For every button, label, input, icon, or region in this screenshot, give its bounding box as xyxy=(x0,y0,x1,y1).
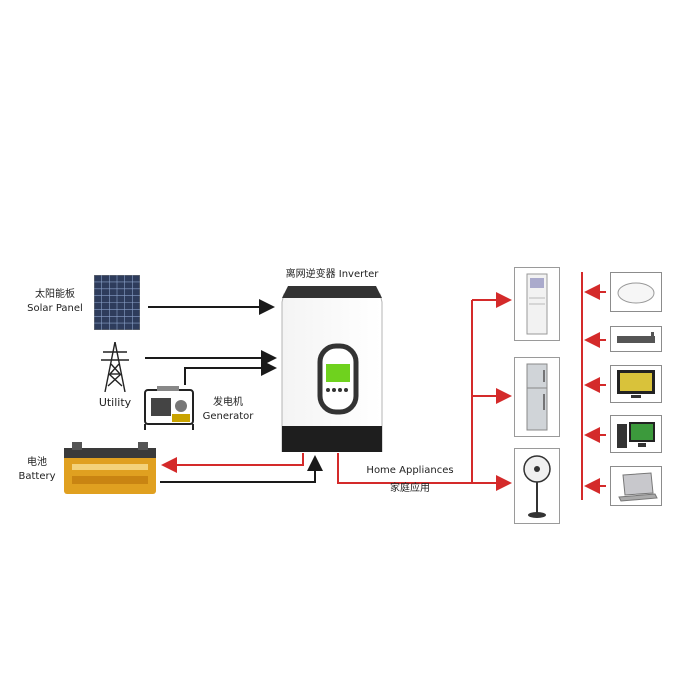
laptop-box xyxy=(610,466,662,506)
battery-label: 电池 Battery xyxy=(12,456,62,484)
air-conditioner-box xyxy=(514,267,560,341)
inverter-title: 离网逆变器 Inverter xyxy=(285,269,379,280)
inverter-unit xyxy=(281,286,383,452)
air-conditioner-icon xyxy=(526,273,548,335)
generator-label-en: Generator xyxy=(202,411,254,422)
generator-icon xyxy=(144,386,194,430)
battery-to-inverter-line xyxy=(160,455,323,483)
inverter-lcd xyxy=(326,364,350,382)
home-appliances-label-zh: 家庭应用 xyxy=(390,483,430,494)
laptop-icon xyxy=(618,472,658,502)
standing-fan-icon xyxy=(523,455,551,518)
battery-label-zh: 电池 xyxy=(27,457,47,468)
home-appliances-label-en: Home Appliances xyxy=(366,465,454,476)
set-top-box-icon xyxy=(617,332,655,343)
solar-panel-label-en: Solar Panel xyxy=(27,303,83,314)
solar-panel-label-zh: 太阳能板 xyxy=(35,289,75,300)
generator-label: 发电机 Generator xyxy=(198,396,258,424)
television-icon xyxy=(617,370,655,398)
desktop-computer-icon xyxy=(617,422,655,448)
inverter-to-battery-line xyxy=(161,453,304,473)
ceiling-lamp-box xyxy=(610,272,662,312)
solar-panel-icon xyxy=(94,275,140,330)
refrigerator-icon xyxy=(526,363,548,431)
home-appliances-label: Home Appliances 家庭应用 xyxy=(355,464,465,496)
utility-label-en: Utility xyxy=(98,396,132,409)
generator-to-inverter-line xyxy=(184,360,277,385)
utility-label: Utility xyxy=(90,396,140,410)
set-top-box-box xyxy=(610,326,662,352)
desktop-computer-box xyxy=(610,415,662,453)
inverter-to-appliances-line xyxy=(337,453,472,484)
battery-label-en: Battery xyxy=(18,471,56,482)
standing-fan-box xyxy=(514,448,560,524)
solar-panel-label: 太阳能板 Solar Panel xyxy=(20,288,90,316)
utility-tower-icon xyxy=(101,342,129,392)
battery-icon xyxy=(64,442,156,494)
refrigerator-box xyxy=(514,357,560,437)
ceiling-lamp-icon xyxy=(617,282,655,304)
generator-label-zh: 发电机 xyxy=(213,397,243,408)
television-box xyxy=(610,365,662,403)
